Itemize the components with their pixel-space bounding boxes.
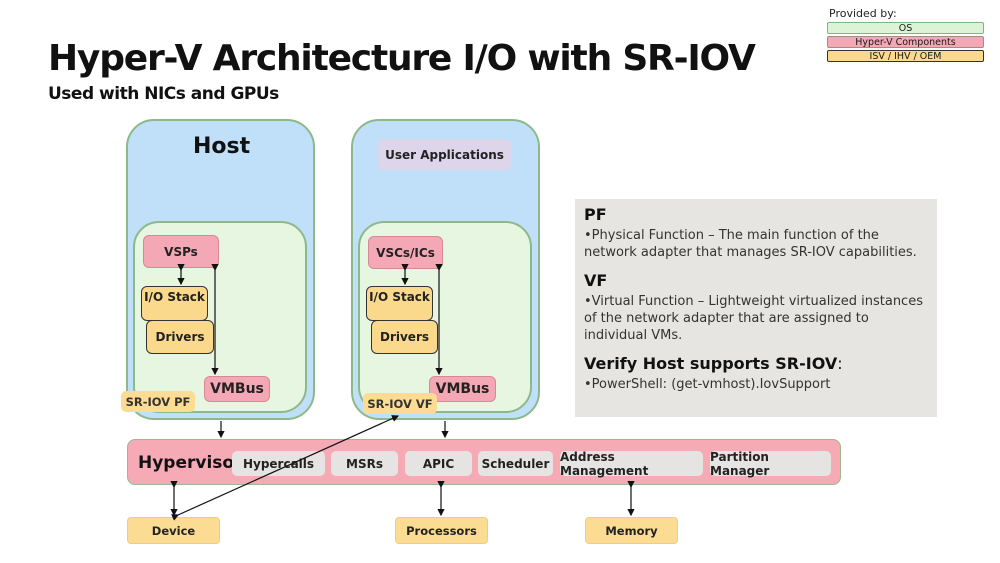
- host-drivers: Drivers: [146, 320, 214, 354]
- guest-io-stack: I/O Stack: [366, 286, 433, 321]
- legend-os: OS: [827, 22, 984, 34]
- pf-heading: PF: [584, 205, 607, 224]
- legend-isv-ihv-oem: ISV / IHV / OEM: [827, 50, 984, 62]
- hw-device: Device: [127, 517, 220, 544]
- page-title: Hyper-V Architecture I/O with SR-IOV: [48, 38, 756, 79]
- hv-address-management: Address Management: [560, 450, 703, 478]
- page-subtitle: Used with NICs and GPUs: [48, 84, 279, 104]
- hw-memory: Memory: [585, 517, 678, 544]
- pf-description: •Physical Function – The main function o…: [584, 228, 917, 260]
- verify-heading-text: Verify Host supports SR-IOV: [584, 354, 838, 373]
- arrow-device-sriov-vf: [171, 415, 400, 521]
- host-vsps: VSPs: [143, 235, 219, 268]
- guest-vmbus: VMBus: [429, 376, 496, 402]
- vf-description: •Virtual Function – Lightweight virtuali…: [584, 294, 923, 343]
- hv-partition-manager: Partition Manager: [710, 450, 831, 478]
- legend-hyperv-components: Hyper-V Components: [827, 36, 984, 48]
- hv-scheduler: Scheduler: [478, 451, 553, 476]
- sriov-vf-tag: SR-IOV VF: [363, 393, 437, 414]
- host-label: Host: [193, 134, 251, 159]
- host-vmbus: VMBus: [204, 376, 270, 402]
- user-applications: User Applications: [378, 139, 511, 170]
- sriov-pf-tag: SR-IOV PF: [121, 391, 195, 412]
- verify-heading-colon: :: [837, 354, 843, 373]
- verify-command: •PowerShell: (get-vmhost).IovSupport: [584, 377, 831, 392]
- hw-processors: Processors: [395, 517, 488, 544]
- legend-title: Provided by:: [829, 7, 897, 20]
- info-panel: PF •Physical Function – The main functio…: [575, 199, 937, 417]
- verify-heading: Verify Host supports SR-IOV:: [584, 354, 928, 373]
- hv-apic: APIC: [405, 451, 472, 476]
- vf-heading: VF: [584, 271, 608, 290]
